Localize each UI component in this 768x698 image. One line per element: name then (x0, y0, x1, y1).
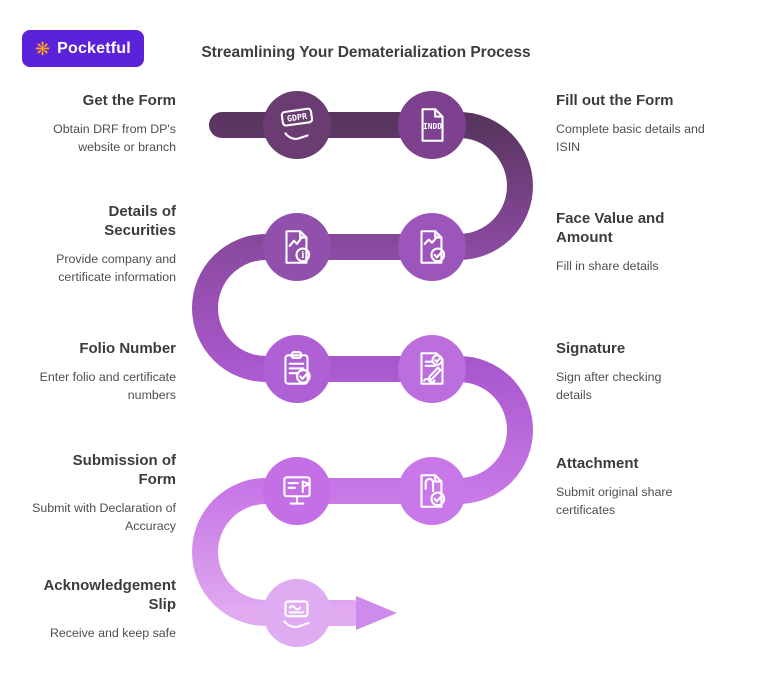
document-chart-check-icon (420, 230, 446, 264)
pocketful-logo: ❋ Pocketful (22, 30, 144, 67)
node-attachment (398, 457, 466, 525)
step-details-of-securities: Details of Securities Provide company an… (30, 203, 176, 287)
node-face-value-and-amount (398, 213, 466, 281)
step-title: Get the Form (82, 92, 176, 109)
snake-path (192, 112, 533, 626)
step-description: Fill in share details (556, 258, 659, 273)
step-title: Details of Securities (104, 203, 176, 239)
step-description: Enter folio and certificate numbers (39, 369, 176, 403)
node-fill-out-the-form: INDD (398, 91, 466, 159)
step-description: Obtain DRF from DP's website or branch (53, 121, 176, 155)
step-description: Submit with Declaration of Accuracy (32, 500, 176, 534)
page-title: Streamlining Your Dematerialization Proc… (201, 44, 531, 61)
indd-document-icon: INDD (421, 108, 444, 142)
node-details-of-securities: i (263, 213, 331, 281)
node-get-the-form: GDPR (263, 91, 331, 159)
arrow-head-icon (356, 596, 397, 630)
step-signature: Signature Sign after checking details (556, 340, 706, 405)
step-title: Folio Number (79, 340, 176, 357)
step-title: Attachment (556, 455, 639, 472)
receipt-hand-icon (283, 600, 310, 628)
step-face-value-and-amount: Face Value and Amount Fill in share deta… (556, 210, 706, 275)
node-acknowledgement-slip (263, 579, 331, 647)
step-acknowledgement-slip: Acknowledgement Slip Receive and keep sa… (16, 577, 176, 642)
clipboard-check-icon (284, 351, 311, 385)
step-title: Face Value and Amount (556, 210, 665, 246)
signature-check-icon (420, 352, 444, 385)
document-info-icon: i (285, 230, 311, 264)
svg-text:i: i (301, 251, 305, 261)
node-folio-number (263, 335, 331, 403)
step-title: Acknowledgement Slip (43, 577, 176, 613)
step-attachment: Attachment Submit original share certifi… (556, 455, 714, 520)
step-description: Submit original share certificates (556, 484, 673, 518)
step-description: Sign after checking details (556, 369, 662, 403)
step-folio-number: Folio Number Enter folio and certificate… (18, 340, 176, 405)
gdpr-hand-icon: GDPR (280, 107, 314, 140)
step-get-the-form: Get the Form Obtain DRF from DP's websit… (30, 92, 176, 157)
svg-text:GDPR: GDPR (286, 111, 308, 124)
step-description: Receive and keep safe (49, 625, 176, 640)
pocketful-flower-icon: ❋ (35, 38, 51, 59)
svg-text:INDD: INDD (423, 122, 442, 131)
step-description: Complete basic details and ISIN (556, 121, 705, 155)
node-submission-of-form (263, 457, 331, 525)
step-description: Provide company and certificate informat… (56, 251, 176, 285)
pocketful-logo-text: Pocketful (57, 39, 131, 57)
step-title: Signature (556, 340, 626, 357)
step-fill-out-the-form: Fill out the Form Complete basic details… (556, 92, 716, 157)
monitor-flag-icon (283, 476, 311, 505)
step-title: Submission of Form (72, 452, 176, 488)
step-title: Fill out the Form (556, 92, 674, 109)
document-attachment-check-icon (420, 474, 446, 508)
node-signature (398, 335, 466, 403)
step-submission-of-form: Submission of Form Submit with Declarati… (30, 452, 176, 536)
